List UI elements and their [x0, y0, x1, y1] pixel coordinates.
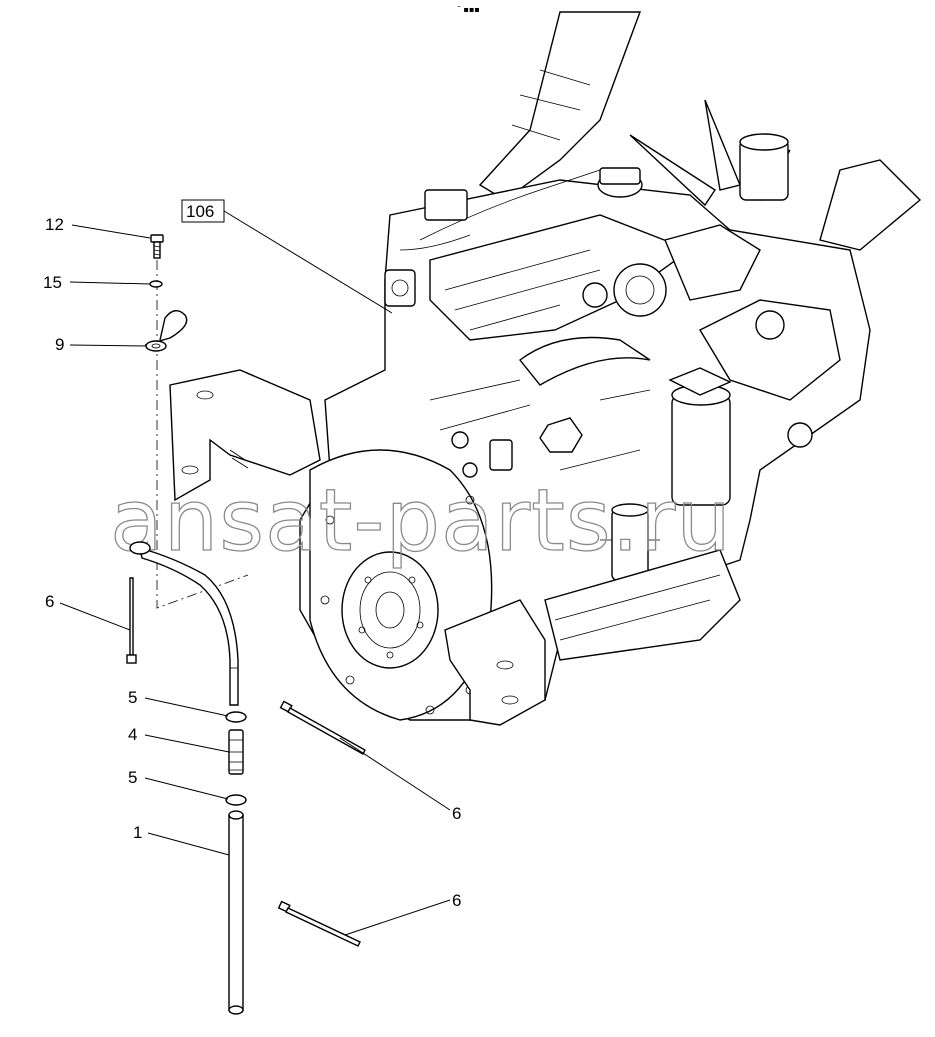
- corner-mark: ˜ ▪▪▪: [457, 5, 480, 14]
- callout-12: 12: [45, 215, 64, 234]
- callouts: 106 12 15 9 6 5 4 5 1 6 6: [43, 199, 461, 936]
- callout-6-bottom: 6: [452, 891, 461, 910]
- callout-5-top: 5: [128, 688, 137, 707]
- callout-5-bottom: 5: [128, 768, 137, 787]
- part-6-cable-tie-left: [126, 577, 137, 664]
- callout-4: 4: [128, 725, 137, 744]
- engine-assembly: [169, 11, 922, 726]
- part-6-cable-tie-bottom: [277, 900, 361, 947]
- part-12-bolt: [150, 234, 164, 259]
- callout-1: 1: [133, 823, 142, 842]
- part-1-tube: [228, 810, 244, 1015]
- part-15-washer: [149, 280, 163, 288]
- part-6-cable-tie-mid: [279, 700, 366, 755]
- alignment-centerline: [156, 260, 249, 609]
- callout-6-mid: 6: [452, 804, 461, 823]
- ref-106-label: 106: [186, 202, 214, 221]
- watermark-text: ansat-parts.ru: [110, 471, 732, 571]
- part-4-connector: [228, 729, 244, 775]
- callout-6-left: 6: [45, 592, 54, 611]
- callout-9: 9: [55, 335, 64, 354]
- callout-15: 15: [43, 273, 62, 292]
- part-9-clamp: [144, 310, 188, 352]
- dipstick-tube-assembly: [129, 541, 239, 706]
- part-5-clamp-bottom: [225, 794, 247, 806]
- part-5-clamp-top: [225, 711, 247, 723]
